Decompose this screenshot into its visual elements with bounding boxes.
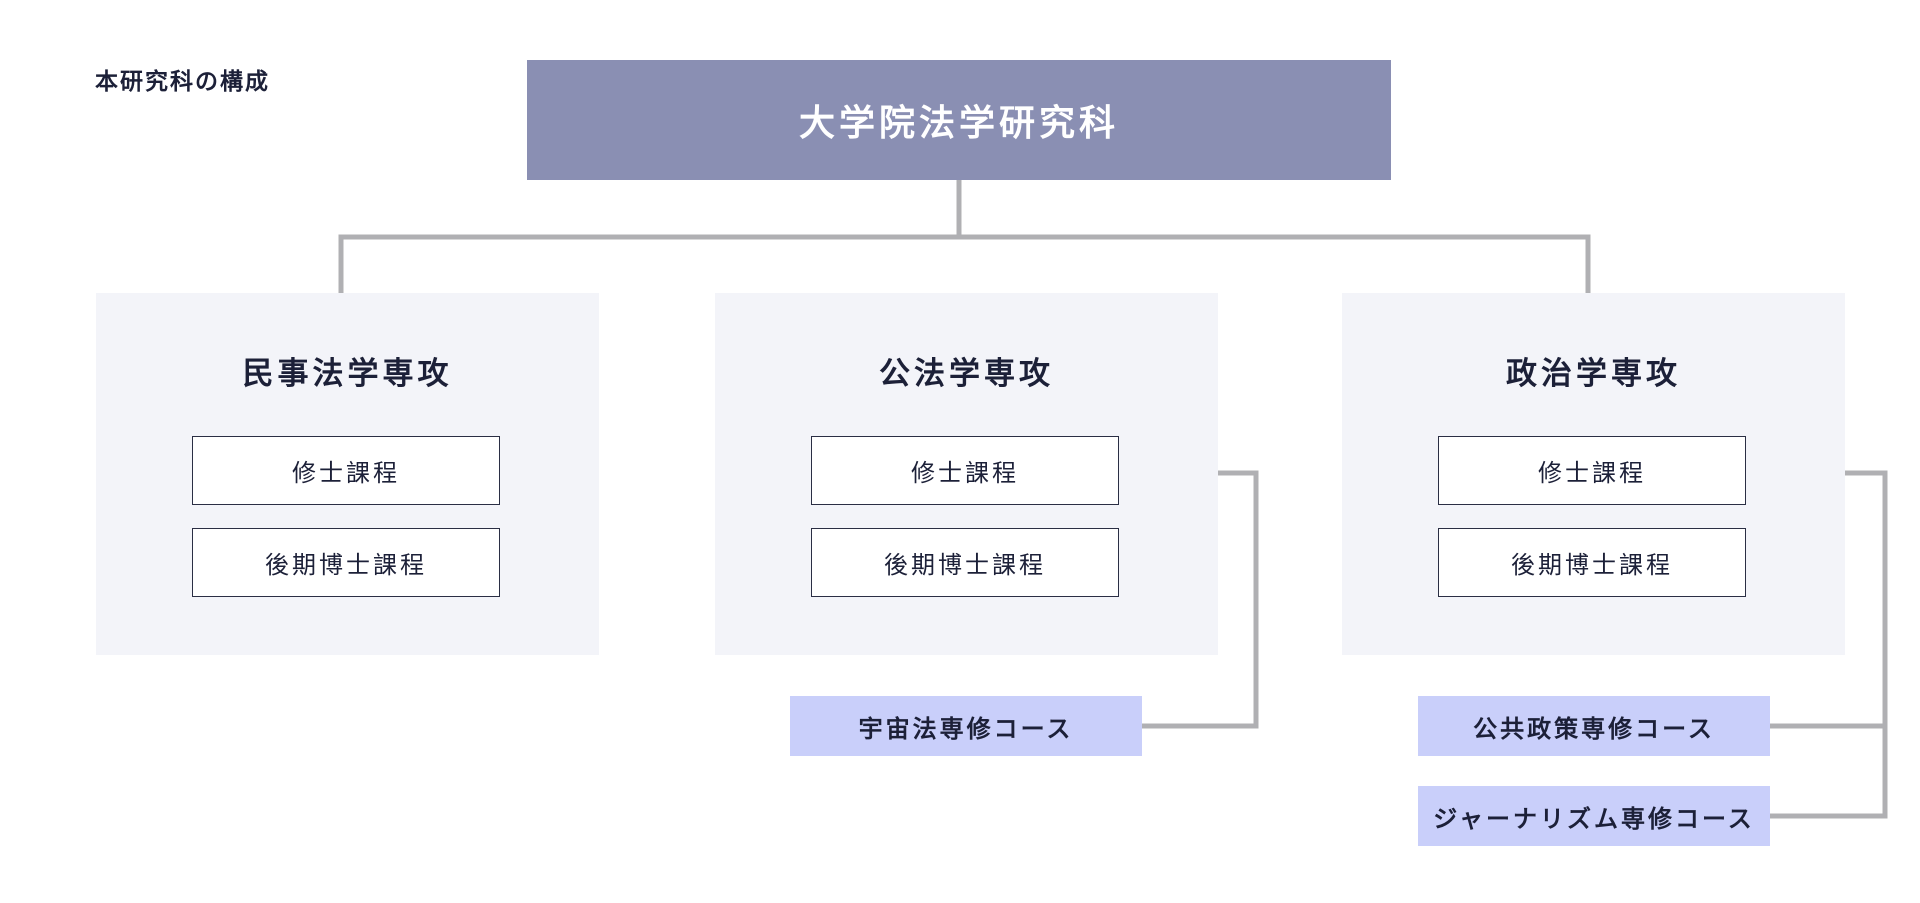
course-label: ジャーナリズム専修コース: [1433, 804, 1755, 833]
major-panel-political-science: 政治学専攻 修士課程 後期博士課程: [1342, 293, 1845, 655]
course-space-law: 宇宙法専修コース: [790, 696, 1142, 756]
program-label: 後期博士課程: [265, 551, 427, 579]
major-panel-public-law: 公法学専攻 修士課程 後期博士課程: [715, 293, 1218, 655]
course-label: 宇宙法専修コース: [858, 714, 1074, 743]
program-masters: 修士課程: [811, 436, 1119, 505]
program-label: 修士課程: [911, 459, 1019, 487]
program-masters: 修士課程: [1438, 436, 1746, 505]
program-label: 修士課程: [292, 459, 400, 487]
major-title: 公法学専攻: [879, 356, 1054, 392]
major-panel-civil-law: 民事法学専攻 修士課程 後期博士課程: [96, 293, 599, 655]
program-doctoral: 後期博士課程: [1438, 528, 1746, 597]
course-journalism: ジャーナリズム専修コース: [1418, 786, 1770, 846]
root-to-majors-connector: [338, 180, 1591, 293]
section-label: 本研究科の構成: [95, 69, 270, 95]
course-public-policy: 公共政策専修コース: [1418, 696, 1770, 756]
program-doctoral: 後期博士課程: [811, 528, 1119, 597]
graduate-school-box: 大学院法学研究科: [527, 60, 1391, 180]
graduate-school-label: 大学院法学研究科: [798, 103, 1119, 144]
major-title: 民事法学専攻: [242, 356, 453, 392]
major-title: 政治学専攻: [1506, 356, 1681, 392]
program-masters: 修士課程: [192, 436, 500, 505]
program-label: 後期博士課程: [1511, 551, 1673, 579]
program-doctoral: 後期博士課程: [192, 528, 500, 597]
course-label: 公共政策専修コース: [1473, 714, 1715, 743]
program-label: 修士課程: [1538, 459, 1646, 487]
program-label: 後期博士課程: [884, 551, 1046, 579]
